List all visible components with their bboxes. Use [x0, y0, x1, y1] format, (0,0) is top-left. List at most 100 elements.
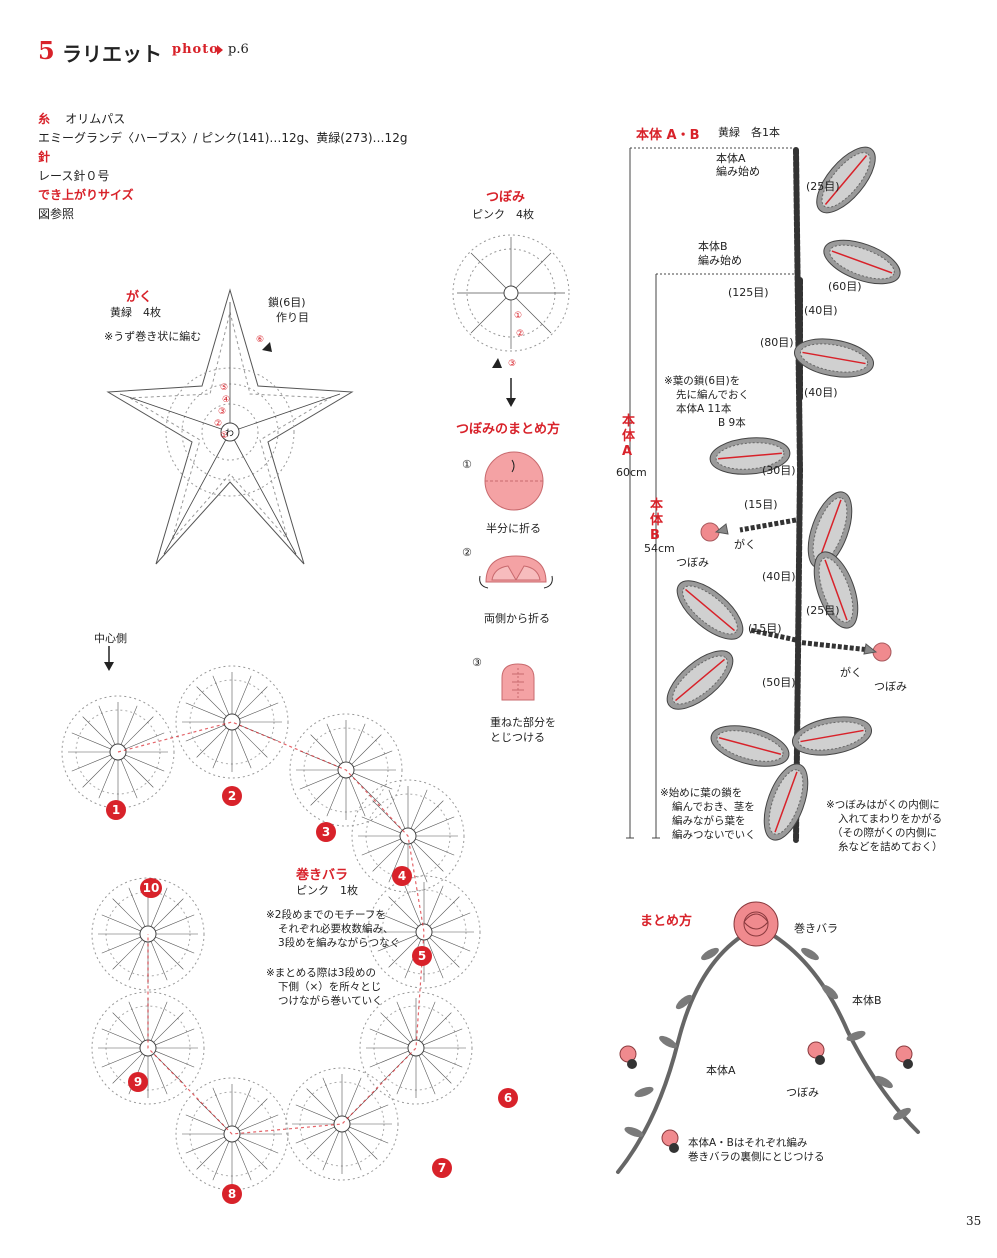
assembly-leaf-3 — [659, 1035, 677, 1049]
page-number: 35 — [966, 1214, 982, 1228]
rose-note-1-line-3: 3段めを編みながらつなぐ — [278, 937, 401, 949]
start-note: ※始めに葉の鎖を 編んでおき、茎を 編みながら葉を 編みつないでいく — [660, 786, 756, 842]
bud-note-line-4: 糸などを詰めておく） — [838, 841, 943, 853]
rose-motif-1 — [61, 695, 175, 809]
body-b-vertical-label: 本体B — [650, 498, 664, 543]
assembly-illustration — [616, 901, 920, 1174]
rose-motif-2 — [175, 665, 289, 779]
leaf-10 — [791, 716, 873, 756]
gaku-color-count: 黄緑 4枚 — [110, 306, 161, 319]
pattern-title: ラリエット — [62, 42, 162, 66]
svg-text:②: ② — [516, 329, 524, 339]
start-note-line-2: 編んでおき、茎を — [672, 801, 755, 813]
assembly-leaf-1 — [701, 947, 719, 961]
count-40b: (40目) — [804, 386, 838, 399]
svg-text:③: ③ — [508, 359, 516, 368]
leaf-3 — [793, 338, 875, 378]
size-detail: 図参照 — [38, 207, 75, 221]
leaf-9 — [710, 725, 790, 767]
yarn-heading: 糸 — [38, 112, 51, 126]
size-heading: でき上がりサイズ — [38, 188, 134, 202]
bud-note-line-3: （その際がくの内側に — [832, 827, 937, 839]
down-arrow-icon — [506, 378, 516, 407]
bud-steps-title: つぼみのまとめ方 — [456, 422, 561, 437]
bud-step3-num: ③ — [472, 656, 482, 669]
count-125: (125目) — [728, 286, 769, 299]
motif-badge-5: 5 — [412, 946, 432, 966]
needle-heading: 針 — [38, 150, 51, 164]
rose-note-1-line-2: それぞれ必要枚数編み、 — [278, 923, 394, 935]
leaf-note-line-1: ※葉の鎖(6目)を — [664, 375, 741, 387]
a-start-label-1: 本体A — [716, 152, 746, 165]
assembly-leaf-5 — [624, 1126, 644, 1138]
gaku-note: ※うず巻き状に編む — [104, 330, 202, 343]
count-15b: (15目) — [748, 622, 782, 635]
assembly-leaf-8 — [846, 1030, 866, 1042]
gaku-chain-label: 鎖(6目) — [268, 296, 306, 309]
leaf-note-line-2: 先に編んでおく — [676, 389, 749, 401]
start-note-line-4: 編みつないでいく — [672, 829, 756, 841]
b-start-label-2: 編み始め — [698, 254, 742, 267]
bud-note: ※つぼみはがくの内側に 入れてまわりをかがる （その際がくの内側に 糸などを詰め… — [826, 798, 943, 854]
leaf-note-line-3: 本体A 11本 — [676, 403, 732, 415]
leaf-11 — [763, 763, 809, 841]
play-arrow-icon — [217, 45, 223, 55]
bud-note-line-2: 入れてまわりをかがる — [838, 813, 943, 825]
body-color: 黄緑 各1本 — [718, 126, 780, 139]
b-start-label-1: 本体B — [698, 240, 728, 253]
count-15a: (15目) — [744, 498, 778, 511]
motif-badge-7: 7 — [432, 1158, 452, 1178]
rose-note-1: ※2段めまでのモチーフを それぞれ必要枚数編み、 3段めを編みながらつなぐ — [266, 908, 400, 950]
leaf-4 — [709, 437, 791, 475]
bud-diagram: ① ② ③ — [452, 234, 570, 368]
gaku-label-lower: がく — [840, 666, 862, 679]
bud-step2-label: 両側から折る — [484, 612, 550, 625]
svg-text:わ: わ — [225, 428, 234, 439]
body-b-length: 54cm — [644, 542, 675, 555]
count-25b: (25目) — [806, 604, 840, 617]
count-60: (60目) — [828, 280, 862, 293]
leaf-note: ※葉の鎖(6目)を 先に編んでおく 本体A 11本 B 9本 — [664, 374, 749, 430]
bud-title: つぼみ — [486, 190, 526, 205]
center-side-arrow-icon — [104, 646, 114, 671]
count-25a: (25目) — [806, 180, 840, 193]
assembly-body-a-label: 本体A — [706, 1064, 736, 1077]
bud-label-upper: つぼみ — [676, 556, 709, 569]
needle-detail: レース針０号 — [38, 169, 110, 183]
assembly-bud-label: つぼみ — [786, 1086, 819, 1099]
motif-badge-1: 1 — [106, 800, 126, 820]
leaf-2 — [823, 239, 901, 285]
assembly-leaf-9 — [875, 1075, 893, 1089]
a-start-label-2: 編み始め — [716, 165, 760, 178]
assembly-leaf-7 — [821, 984, 839, 1000]
assembly-leaf-4 — [634, 1086, 654, 1098]
photo-label: photo — [172, 42, 219, 57]
bud-color-count: ピンク 4枚 — [472, 208, 534, 221]
leaf-note-line-4: B 9本 — [718, 417, 746, 429]
motif-badge-4: 4 — [392, 866, 412, 886]
svg-text:①: ① — [514, 311, 522, 321]
yarn-detail: エミーグランデ〈ハーブス〉/ ピンク(141)…12g、黄緑(273)…12g — [38, 131, 408, 145]
leaf-6 — [813, 551, 859, 629]
body-a-vertical-label: 本体A — [622, 414, 636, 459]
rose-note-2-line-2: 下側（×）を所々とじ — [278, 981, 382, 993]
leaf-1 — [816, 146, 876, 214]
center-side-label: 中心側 — [94, 632, 127, 645]
svg-text:④: ④ — [222, 395, 230, 405]
rose-note-2-line-1: ※まとめる際は3段めの — [266, 967, 376, 979]
bud-step1-label: 半分に折る — [486, 522, 541, 535]
rose-motif-3 — [289, 713, 403, 827]
leaf-7 — [676, 580, 744, 640]
assembly-note-line-2: 巻きバラの裏側にとじつける — [688, 1151, 825, 1163]
rose-motif-8 — [175, 1077, 289, 1191]
leaf-8 — [666, 650, 734, 710]
svg-text:⑥: ⑥ — [256, 335, 264, 345]
join-line — [117, 721, 425, 1135]
assembly-leaf-2 — [675, 994, 693, 1010]
motif-badge-3: 3 — [316, 822, 336, 842]
rose-title: 巻きバラ — [296, 868, 349, 883]
gaku-chain-label-2: 作り目 — [276, 311, 309, 324]
assembly-note: 本体A・Bはそれぞれ編み 巻きバラの裏側にとじつける — [688, 1136, 825, 1164]
assembly-title: まとめ方 — [640, 914, 693, 929]
